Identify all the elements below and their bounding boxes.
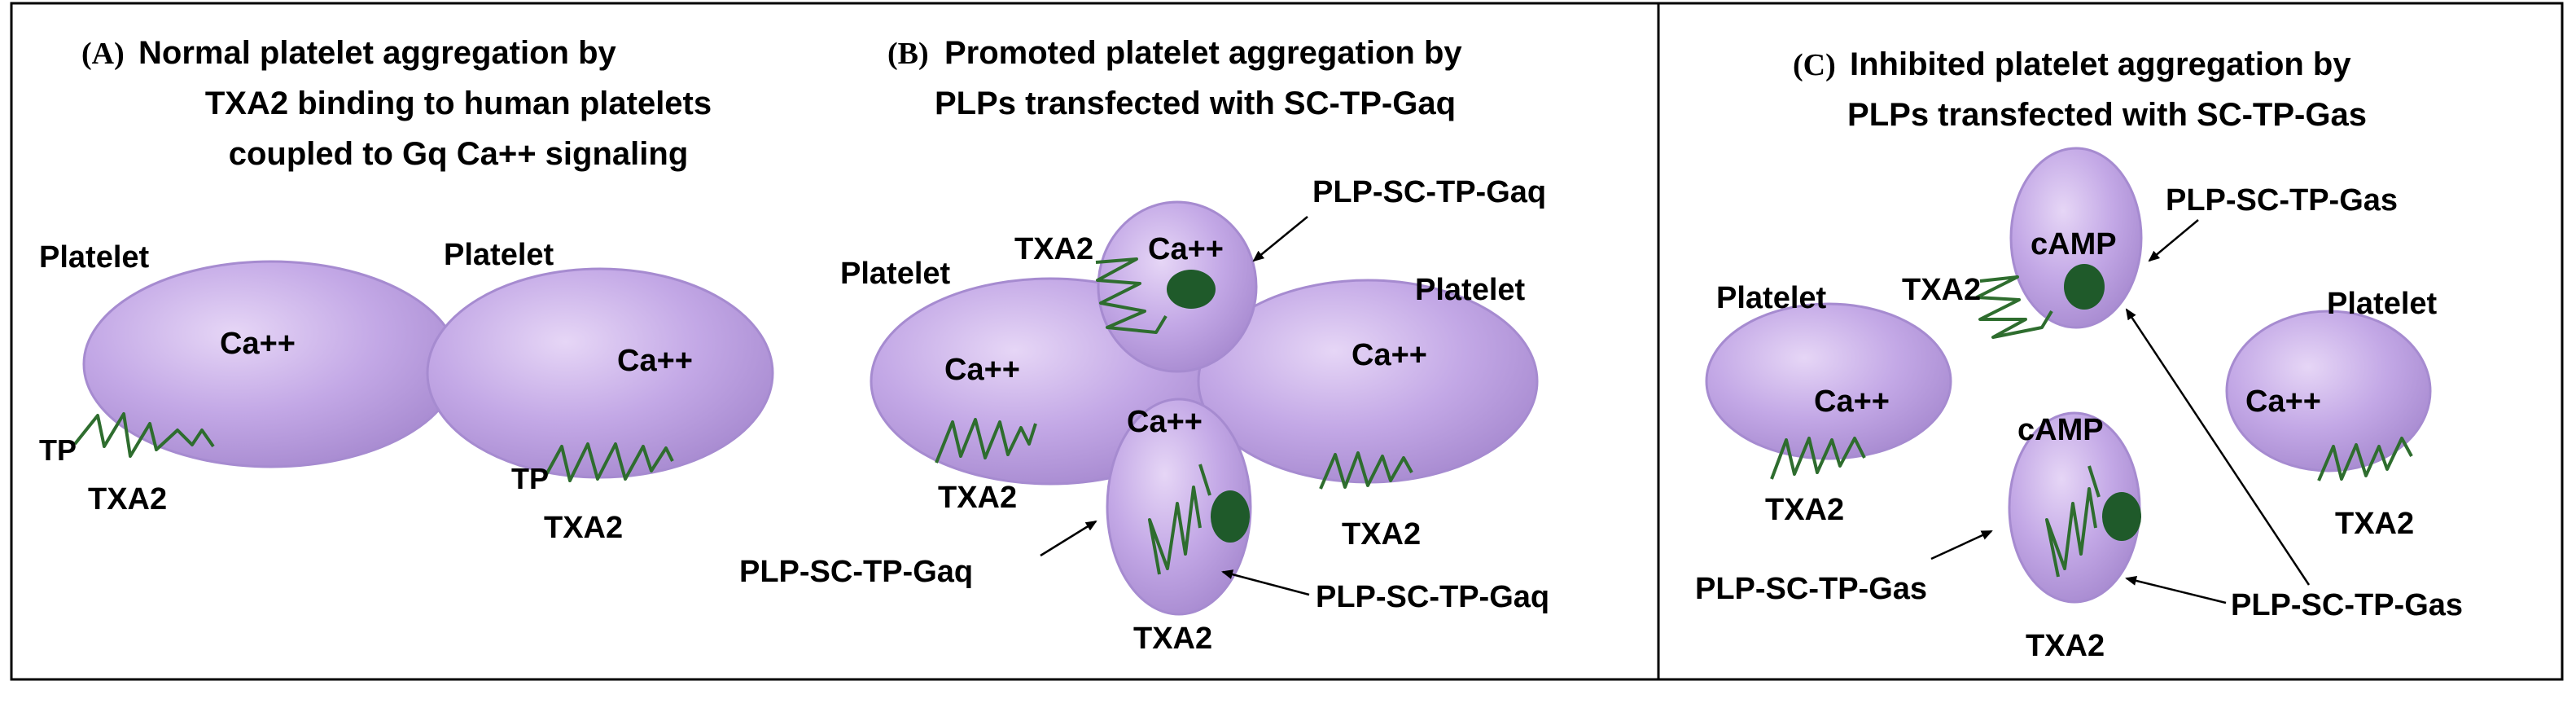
panel-c-arrow-plp-bottom-left bbox=[1930, 530, 1993, 560]
panel-b-g-protein-bottom bbox=[1211, 490, 1250, 543]
panel-c-receptor-platelet-left bbox=[1770, 437, 1866, 480]
panel-c-title-line-1: Inhibited platelet aggregation by bbox=[1850, 46, 2351, 82]
panel-c-callout-plp-bottom-left: PLP-SC-TP-Gas bbox=[1695, 572, 1927, 606]
panel-c-letter: (C) bbox=[1793, 48, 1836, 82]
panel-b-receptor-platelet-left bbox=[935, 418, 1037, 464]
panel-c-plp-top-txa2: TXA2 bbox=[1902, 273, 1981, 307]
panel-b-callout-plp-bottom-left: PLP-SC-TP-Gaq bbox=[739, 555, 973, 589]
panel-b-plp-bottom-txa2: TXA2 bbox=[1133, 622, 1212, 656]
panel-c-platelet-right-label: Platelet bbox=[2327, 287, 2438, 321]
panel-a-title-line-1: Normal platelet aggregation by bbox=[138, 35, 617, 71]
panel-a-platelet-left-label: Platelet bbox=[39, 240, 150, 275]
panel-b-plp-top-txa2: TXA2 bbox=[1014, 232, 1093, 266]
panel-a-letter: (A) bbox=[81, 37, 125, 71]
panel-b-arrow-plp-bottom-left bbox=[1040, 520, 1097, 557]
panel-b-receptor-tail-bottom bbox=[1198, 464, 1211, 496]
panel-c-title-line-2: PLPs transfected with SC-TP-Gas bbox=[1847, 97, 2367, 133]
panel-b-callout-plp-bottom-right: PLP-SC-TP-Gaq bbox=[1316, 580, 1549, 614]
panel-c-callout-plp-top: PLP-SC-TP-Gas bbox=[2166, 183, 2398, 218]
panel-c-plp-bottom-messenger: cAMP bbox=[2017, 413, 2104, 447]
panel-b-platelet-right-ion: Ca++ bbox=[1352, 338, 1427, 372]
panel-b-platelet-left-label: Platelet bbox=[840, 257, 951, 291]
panel-a-platelet-left-ion: Ca++ bbox=[220, 327, 296, 361]
panel-c-g-protein-top bbox=[2064, 264, 2105, 310]
panel-a-tp-label-right: TP bbox=[511, 462, 549, 495]
panel-a-platelet-right-ion: Ca++ bbox=[617, 344, 693, 378]
panel-c-arrow-plp-bottom-right bbox=[2125, 576, 2227, 604]
panel-b-receptor-platelet-right bbox=[1319, 451, 1413, 490]
panel-b-platelet-left-ion: Ca++ bbox=[944, 353, 1020, 387]
panel-b-platelet-right-txa2: TXA2 bbox=[1342, 517, 1421, 552]
panel-b-receptor-plp-bottom bbox=[1148, 486, 1202, 575]
panel-b: (B) Promoted platelet aggregation by PLP… bbox=[739, 35, 1549, 656]
panel-b-plp-top-ion: Ca++ bbox=[1148, 232, 1224, 266]
panel-c-receptor-plp-top bbox=[1975, 275, 2053, 339]
panel-b-plp-bottom-ion: Ca++ bbox=[1127, 405, 1203, 439]
panel-a-title-line-3: coupled to Gq Ca++ signaling bbox=[229, 136, 689, 172]
panel-a-platelet-left bbox=[82, 260, 460, 468]
panel-c-frame bbox=[1657, 2, 2564, 681]
panel-c-plp-top bbox=[2009, 147, 2143, 329]
panel-c-arrow-plp-top bbox=[2148, 219, 2199, 262]
panel-c-arrow-to-plp-top-long bbox=[2125, 308, 2311, 586]
panel-b-g-protein-top bbox=[1167, 270, 1216, 309]
panel-a-platelet-right-label: Platelet bbox=[444, 238, 554, 272]
panel-b-callout-plp-top: PLP-SC-TP-Gaq bbox=[1312, 175, 1546, 209]
panel-c: (C) Inhibited platelet aggregation by PL… bbox=[1695, 46, 2463, 663]
panel-b-arrow-plp-bottom-right bbox=[1221, 569, 1310, 596]
panel-c-receptor-plp-bottom bbox=[2045, 487, 2097, 578]
panel-c-platelet-left-label: Platelet bbox=[1716, 281, 1827, 315]
panel-b-title-line-1: Promoted platelet aggregation by bbox=[944, 35, 1462, 71]
panel-a: (A) Normal platelet aggregation by TXA2 … bbox=[39, 35, 774, 545]
panel-a-tp-receptor-right bbox=[542, 442, 674, 482]
panel-b-platelet-left-txa2: TXA2 bbox=[938, 481, 1017, 515]
panel-c-plp-top-messenger: cAMP bbox=[2031, 227, 2117, 262]
panel-c-g-protein-bottom bbox=[2102, 492, 2141, 541]
panel-c-platelet-left bbox=[1705, 302, 1952, 460]
panel-b-arrow-plp-top bbox=[1252, 216, 1308, 262]
panel-c-platelet-right-ion: Ca++ bbox=[2245, 385, 2321, 419]
panel-b-letter: (B) bbox=[887, 37, 929, 71]
panel-a-tp-label-left: TP bbox=[39, 433, 77, 467]
panel-b-receptor-plp-top bbox=[1095, 257, 1168, 334]
panel-c-platelet-right bbox=[2225, 310, 2432, 472]
panel-a-tp-receptor-left bbox=[73, 412, 215, 458]
panel-b-title-line-2: PLPs transfected with SC-TP-Gaq bbox=[935, 86, 1456, 121]
panel-c-plp-bottom-txa2: TXA2 bbox=[2026, 629, 2105, 663]
panel-c-platelet-left-txa2: TXA2 bbox=[1765, 493, 1844, 527]
panel-c-platelet-right-txa2: TXA2 bbox=[2335, 507, 2414, 541]
panel-a-txa2-label-left: TXA2 bbox=[88, 482, 167, 516]
panel-c-callout-plp-bottom-right: PLP-SC-TP-Gas bbox=[2231, 588, 2463, 622]
panel-a-title-line-2: TXA2 binding to human platelets bbox=[205, 86, 712, 121]
panel-b-platelet-right-label: Platelet bbox=[1415, 273, 1526, 307]
panel-c-receptor-tail-bottom bbox=[2088, 465, 2101, 498]
panel-a-txa2-label-right: TXA2 bbox=[544, 511, 623, 545]
panel-c-receptor-platelet-right bbox=[2317, 437, 2413, 481]
panel-a-platelet-right bbox=[426, 267, 774, 479]
panel-c-platelet-left-ion: Ca++ bbox=[1814, 385, 1890, 419]
